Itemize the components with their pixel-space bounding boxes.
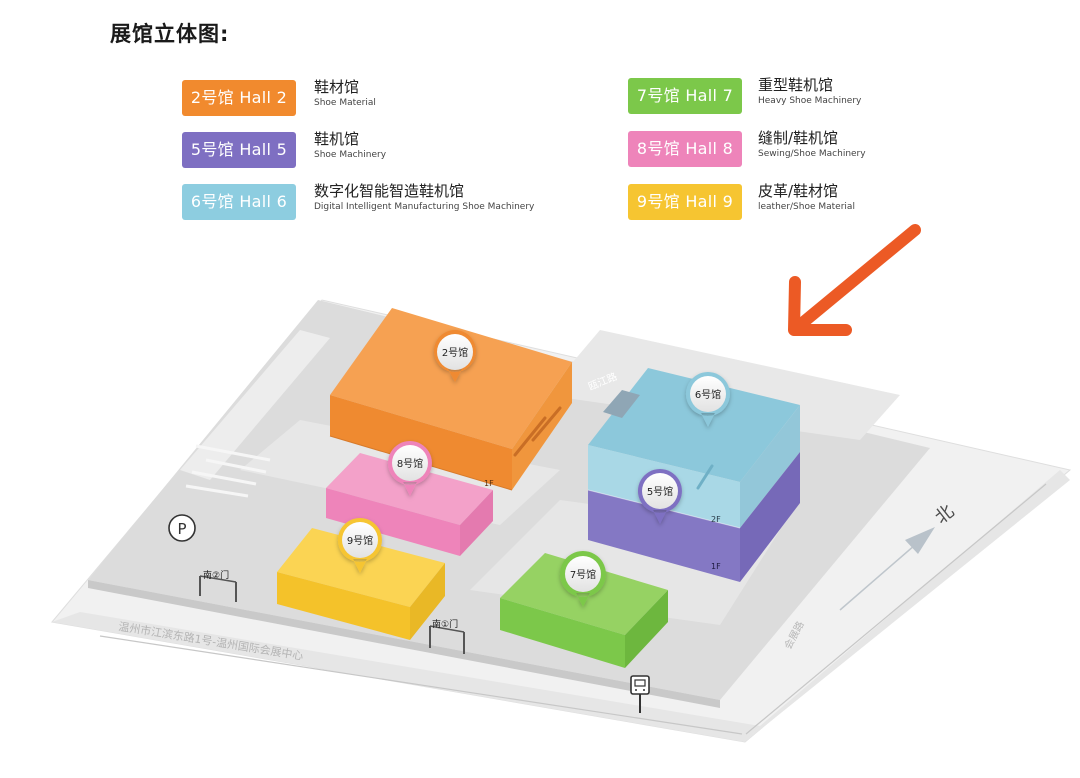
hall-8-pin[interactable]: 8号馆	[387, 441, 432, 496]
road-line	[99, 635, 743, 735]
hall-7-pin-label: 7号馆	[570, 568, 596, 581]
legend-badge: 9号馆 Hall 9	[628, 184, 742, 220]
bus-stop-icon	[630, 675, 650, 713]
gate-south-1: 南①门	[429, 618, 465, 654]
gate-south-2-label: 南②门	[203, 569, 229, 581]
legend-badge: 6号馆 Hall 6	[182, 184, 296, 220]
legend-label-cn: 数字化智能智造鞋机馆	[314, 182, 465, 200]
hall-2-building[interactable]: 1F	[329, 308, 572, 491]
legend-label-cn: 鞋机馆	[314, 130, 360, 148]
legend-label-en: Digital Intelligent Manufacturing Shoe M…	[314, 202, 535, 212]
legend-badge: 5号馆 Hall 5	[182, 132, 296, 168]
parking-icon: P	[168, 514, 196, 542]
hall-5-floor-label-2f: 2F	[711, 515, 721, 524]
site-ground-edge	[88, 580, 720, 708]
inner-court-left	[180, 330, 330, 480]
legend-label-cn: 重型鞋机馆	[758, 76, 834, 94]
legend-badge: 2号馆 Hall 2	[182, 80, 296, 116]
legend-label-en: Shoe Material	[314, 98, 376, 108]
hall-2-pin[interactable]: 2号馆	[433, 330, 476, 382]
bridge-connector	[603, 390, 640, 418]
hall-5-pin[interactable]: 5号馆	[637, 469, 682, 524]
hall-8-pin-label: 8号馆	[397, 457, 423, 470]
hall-7-pin[interactable]: 7号馆	[559, 551, 606, 607]
hall-7-building[interactable]	[500, 553, 668, 668]
hall-9-pin-label: 9号馆	[347, 534, 373, 547]
hall-6-pin-label: 6号馆	[695, 388, 721, 401]
gate-south-1-label: 南①门	[432, 618, 458, 630]
legend-badge: 7号馆 Hall 7	[628, 78, 742, 114]
hall-2-pin-label: 2号馆	[442, 346, 468, 359]
hall-5-building[interactable]: 2F 1F	[587, 452, 800, 582]
legend-label-en: Sewing/Shoe Machinery	[758, 149, 866, 159]
legend-label-cn: 皮革/鞋材馆	[758, 182, 839, 200]
hall-2-floor-label: 1F	[484, 479, 494, 488]
legend-badge: 8号馆 Hall 8	[628, 131, 742, 167]
svg-text:P: P	[177, 520, 186, 538]
hall-5-pin-label: 5号馆	[647, 485, 673, 498]
legend-label-en: Shoe Machinery	[314, 150, 387, 160]
north-arrow-icon	[905, 527, 935, 554]
legend-label-en: Heavy Shoe Machinery	[758, 96, 862, 106]
legend-label-cn: 鞋材馆	[314, 78, 360, 96]
hall-6-pin[interactable]: 6号馆	[685, 372, 730, 427]
right-road	[745, 470, 1070, 742]
hall-9-pin[interactable]: 9号馆	[337, 518, 382, 573]
road-line	[745, 483, 1047, 735]
hall-5-floor-label-1f: 1F	[711, 562, 721, 571]
legend-label-en: leather/Shoe Material	[758, 202, 855, 212]
page-title: 展馆立体图:	[110, 22, 230, 46]
highlight-arrow-icon	[788, 224, 921, 336]
gate-south-2: 南②门	[199, 569, 237, 602]
legend-label-cn: 缝制/鞋机馆	[758, 129, 839, 147]
stairs	[185, 444, 271, 498]
